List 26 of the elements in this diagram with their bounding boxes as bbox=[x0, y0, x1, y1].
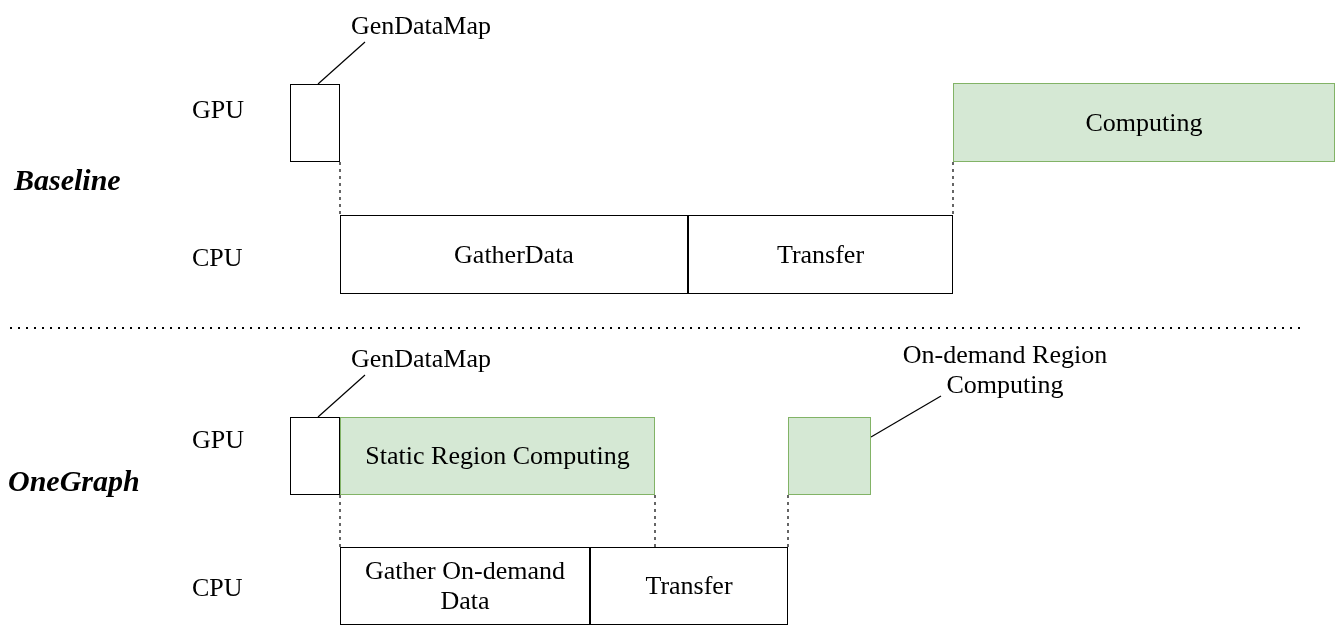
timeline-bar: Computing bbox=[953, 83, 1335, 162]
dotted-line bbox=[787, 494, 789, 548]
leader-line bbox=[317, 41, 366, 85]
empty-bar bbox=[290, 417, 340, 495]
annotation-text: GenDataMap bbox=[332, 343, 510, 375]
timeline-bar: Transfer bbox=[590, 547, 788, 625]
timeline-bar: Static Region Computing bbox=[340, 417, 655, 495]
dotted-line bbox=[952, 161, 954, 216]
annotation-text: GenDataMap bbox=[332, 10, 510, 42]
annotation-text: On-demand Region Computing bbox=[870, 340, 1140, 400]
empty-bar bbox=[290, 84, 340, 162]
section-title: OneGraph bbox=[8, 466, 140, 496]
row-label: GPU bbox=[192, 425, 244, 455]
timeline-bar: Gather On-demand Data bbox=[340, 547, 590, 625]
dotted-line bbox=[654, 494, 656, 548]
timeline-bar: Transfer bbox=[688, 215, 953, 294]
row-label: CPU bbox=[192, 243, 243, 273]
dotted-line bbox=[339, 494, 341, 548]
leader-line bbox=[317, 374, 366, 418]
leader-line bbox=[870, 395, 942, 438]
row-label: CPU bbox=[192, 573, 243, 603]
row-label: GPU bbox=[192, 95, 244, 125]
timeline-bar: GatherData bbox=[340, 215, 688, 294]
section-title: Baseline bbox=[14, 165, 121, 195]
empty-bar bbox=[788, 417, 871, 495]
dotted-line bbox=[339, 161, 341, 216]
